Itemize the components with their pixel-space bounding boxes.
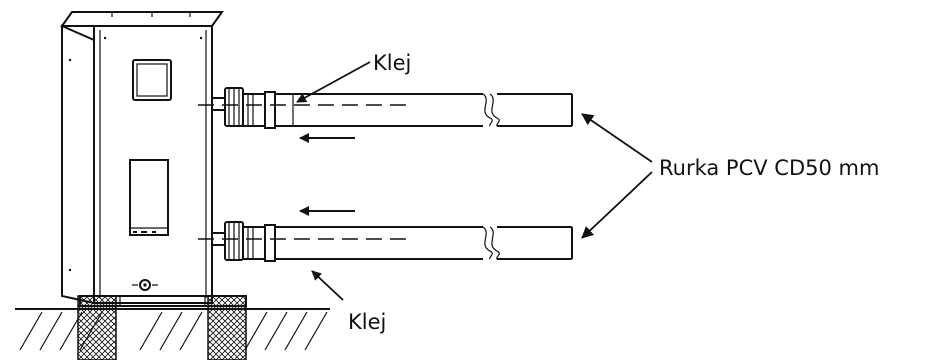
rating-plate <box>129 159 169 236</box>
glue-label-bottom: Klej <box>348 310 386 334</box>
lower-pipe <box>198 226 573 260</box>
pipe-bottom-arrow-icon <box>581 171 653 239</box>
glue-top-arrow-icon <box>296 61 371 103</box>
pipe-top-arrow-icon <box>581 113 653 163</box>
display-window <box>132 59 172 101</box>
heat-pump-unit <box>60 11 247 307</box>
upper-connector <box>211 87 276 129</box>
glue-label-top: Klej <box>373 51 411 75</box>
pipe-label: Rurka PCV CD50 mm <box>659 156 879 180</box>
upper-pipe <box>198 93 573 127</box>
ground <box>15 308 330 351</box>
lower-connector <box>211 221 276 262</box>
glue-bottom-arrow-icon <box>311 270 344 301</box>
drain-icon <box>139 279 151 291</box>
